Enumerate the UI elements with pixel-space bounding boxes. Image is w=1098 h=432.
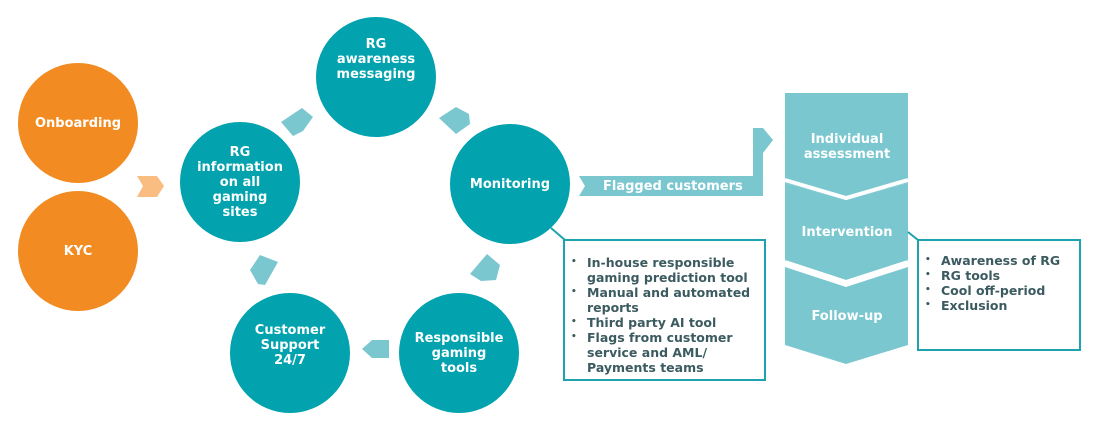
rg-awareness-circle: RG awareness messaging bbox=[316, 17, 436, 137]
monitoring-source-item: Manual and automated reports bbox=[565, 285, 764, 315]
cycle-arrow-monitoring-to-tools bbox=[470, 254, 500, 281]
step-label-individual-assessment: Individual assessment bbox=[803, 132, 891, 162]
rg-awareness-label: RG awareness messaging bbox=[336, 36, 416, 82]
monitoring-source-item: Flags from customer service and AML/ Pay… bbox=[565, 330, 764, 375]
cycle-arrow-awareness-to-monitoring bbox=[439, 107, 470, 134]
customer-support-label: Customer Support 24/7 bbox=[254, 322, 326, 368]
entry-chevron-arrow bbox=[137, 176, 164, 197]
step-chevron-intervention bbox=[785, 183, 908, 283]
intervention-option-item: RG tools bbox=[919, 268, 1079, 283]
onboarding-circle: Onboarding bbox=[18, 63, 138, 183]
monitoring-label: Monitoring bbox=[469, 176, 551, 192]
step-label-intervention: Intervention bbox=[801, 225, 893, 240]
intervention-options-list: Awareness of RG RG tools Cool off-period… bbox=[919, 253, 1079, 313]
flagged-customers-arrow bbox=[579, 128, 773, 196]
intervention-option-item: Cool off-period bbox=[919, 283, 1079, 298]
monitoring-sources-box: In-house responsible gaming prediction t… bbox=[563, 239, 766, 381]
onboarding-label: Onboarding bbox=[34, 115, 122, 131]
customer-support-circle: Customer Support 24/7 bbox=[230, 293, 350, 413]
kyc-circle: KYC bbox=[18, 191, 138, 311]
kyc-label: KYC bbox=[63, 243, 93, 259]
cycle-arrow-tools-to-support bbox=[362, 340, 389, 358]
step-chevron-follow-up bbox=[785, 267, 908, 364]
responsible-tools-label: Responsible gaming tools bbox=[414, 330, 504, 376]
responsible-tools-circle: Responsible gaming tools bbox=[399, 293, 519, 413]
monitoring-source-item: In-house responsible gaming prediction t… bbox=[565, 255, 764, 285]
cycle-arrow-support-to-info bbox=[250, 255, 278, 285]
intervention-option-item: Exclusion bbox=[919, 298, 1079, 313]
intervention-options-box: Awareness of RG RG tools Cool off-period… bbox=[917, 239, 1081, 351]
step-label-follow-up: Follow-up bbox=[811, 309, 883, 324]
rg-information-label: RG information on all gaming sites bbox=[197, 144, 283, 220]
flagged-customers-label: Flagged customers bbox=[603, 179, 743, 194]
cycle-arrow-info-to-awareness bbox=[281, 108, 313, 136]
monitoring-source-item: Third party AI tool bbox=[565, 315, 764, 330]
step-chevron-individual-assessment bbox=[785, 93, 908, 200]
monitoring-sources-list: In-house responsible gaming prediction t… bbox=[565, 255, 764, 375]
step-separator bbox=[784, 260, 909, 285]
step-separator bbox=[784, 178, 909, 201]
rg-information-circle: RG information on all gaming sites bbox=[180, 122, 300, 242]
intervention-option-item: Awareness of RG bbox=[919, 253, 1079, 268]
monitoring-circle: Monitoring bbox=[450, 124, 570, 244]
